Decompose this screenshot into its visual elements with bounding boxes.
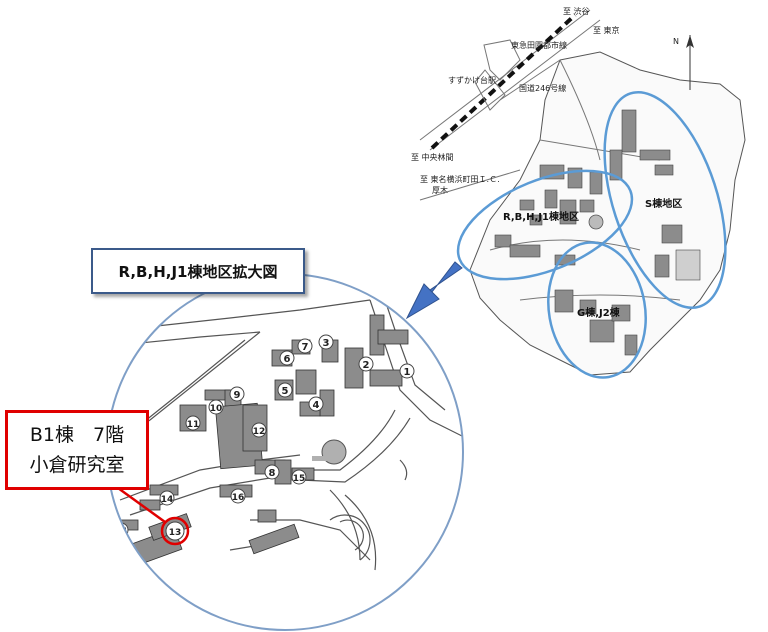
zoom-title-box: R,B,H,J1棟地区拡大図 [91,248,305,294]
building-number: 12 [253,427,266,437]
room-callout: B1棟 7階 小倉研究室 [5,410,149,490]
callout-lab-name: 小倉研究室 [29,454,125,476]
callout-pointer [117,486,166,524]
area-ellipse-g [547,241,647,379]
area-ellipse-s [603,91,727,309]
building-number: 8 [269,468,276,479]
overview-buildings [494,109,701,356]
callout-building-floor: B1棟 7階 [29,424,125,446]
railway-line [430,13,577,150]
building-number: 3 [323,338,330,349]
label-atsugi: 厚木 [432,185,448,195]
building-number: 5 [282,386,289,397]
zoom-map: 1 2 3 4 5 6 7 8 9 10 11 12 13 14 14 15 1… [107,274,463,630]
building-number: 16 [232,493,245,503]
building-number: 13 [169,528,182,538]
building-numbers: 1 2 3 4 5 6 7 8 9 10 11 12 13 14 14 15 1… [115,338,411,538]
highlight-building-13 [160,516,190,546]
label-to-chuorinkan: 至 中央林間 [411,152,454,162]
building-number: 9 [234,390,241,401]
building-number: 15 [293,474,306,484]
building-number: 6 [284,354,291,365]
zoom-title: R,B,H,J1棟地区拡大図 [118,262,278,281]
overview-map: N 至 渋谷 至 東京 東急田園都市線 すずかけ台駅 国道246号線 至 中央林… [411,6,746,379]
campus-outline [469,51,746,376]
building-number: 4 [313,400,320,411]
building-number: 1 [404,367,411,378]
building-number: 14 [161,495,174,505]
label-route-246: 国道246号線 [519,83,566,93]
north-label: N [673,37,679,46]
area-ellipse-rbhj1 [456,169,634,281]
building-number: 2 [363,360,370,371]
label-suzukakedai-station: すずかけ台駅 [448,75,496,85]
area-label-s: S棟地区 [645,197,682,210]
label-to-tomei-ic: 至 東名横浜町田Ｉ.Ｃ. [420,174,500,184]
building-number: 11 [187,420,200,430]
label-den-en-toshi-line: 東急田園都市線 [511,40,567,50]
building-number: 10 [210,404,223,414]
area-label-rbhj1: R,B,H,J1棟地区 [503,210,579,223]
label-to-shibuya: 至 渋谷 [563,6,590,16]
area-label-g: G棟,J2棟 [577,306,621,319]
label-to-tokyo: 至 東京 [593,25,620,35]
building-markers [113,334,415,541]
zoom-arrow [405,261,463,320]
building-number: 7 [302,342,309,353]
